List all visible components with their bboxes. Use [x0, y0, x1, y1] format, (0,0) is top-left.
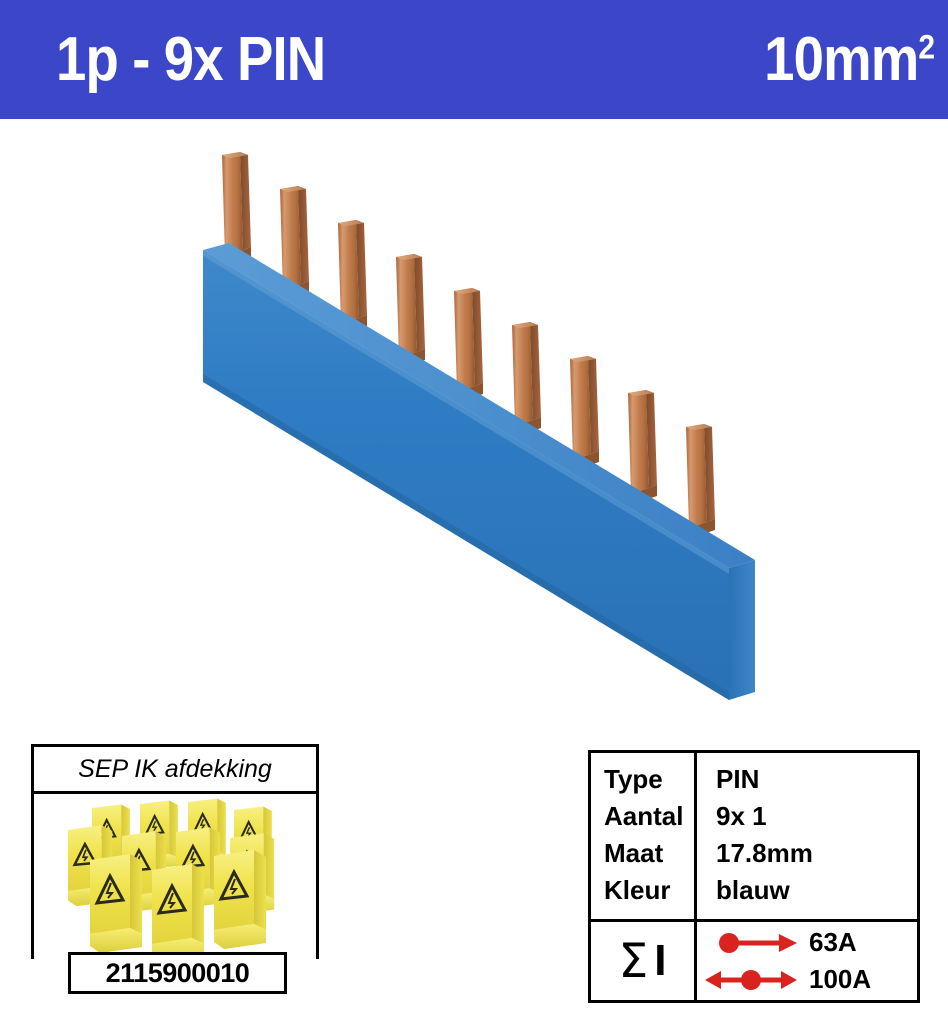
accessory-title: SEP IK afdekking [34, 747, 316, 794]
arrow-right-feed-icon [701, 930, 801, 956]
busbar-pin-5 [454, 288, 483, 400]
cap-row-front [90, 850, 266, 959]
busbar-front-face [203, 250, 729, 700]
current-value-63a: 63A [809, 927, 857, 957]
current-symbol-i: I [654, 936, 667, 985]
spec-label-aantal: Aantal [604, 801, 684, 831]
product-photo [0, 119, 948, 729]
arrow-both-feed-icon [701, 967, 801, 993]
part-number: 2115900010 [68, 952, 287, 994]
spec-table: Type Aantal Maat Kleur PIN 9x 1 17.8mm b… [588, 750, 920, 1003]
yellow-warning-end-caps-illustration [68, 798, 275, 959]
header-spec-superscript: 2 [918, 28, 935, 67]
spec-label-maat: Maat [604, 838, 664, 868]
spec-value-column: PIN 9x 1 17.8mm blauw [697, 753, 917, 919]
accessory-card: SEP IK afdekking [31, 744, 319, 959]
spec-value-aantal: 9x 1 [716, 801, 767, 831]
current-value-100a: 100A [809, 964, 872, 994]
spec-value-maat: 17.8mm [716, 838, 813, 868]
header-banner: 1p - 9x PIN 10mm2 [0, 0, 948, 119]
spec-label-kleur: Kleur [604, 875, 671, 905]
busbar-top-face [203, 243, 755, 568]
busbar-end-face [729, 560, 755, 700]
accessory-image [34, 794, 316, 959]
header-spec-value: 10mm [764, 25, 919, 94]
busbar-pin-8 [628, 390, 657, 502]
sum-current-label: Σ I [591, 922, 697, 1000]
sigma-icon: Σ [618, 933, 649, 989]
spec-value-type: PIN [716, 764, 760, 794]
spec-label-type: Type [604, 764, 663, 794]
busbar-pin-9 [686, 424, 715, 536]
busbar-pin-group [222, 152, 715, 536]
busbar-body [203, 243, 755, 700]
spec-table-lower: Σ I 63A [591, 922, 917, 1000]
header-spec: 10mm2 [764, 24, 935, 96]
spec-value-kleur: blauw [716, 875, 790, 905]
current-rating-row-100a: 100A [701, 961, 917, 998]
page-title: 1p - 9x PIN [56, 25, 326, 94]
spec-table-upper: Type Aantal Maat Kleur PIN 9x 1 17.8mm b… [591, 753, 917, 922]
busbar-illustration [203, 152, 755, 700]
current-rating-column: 63A 100A [697, 922, 917, 1000]
spec-label-column: Type Aantal Maat Kleur [591, 753, 697, 919]
current-rating-row-63a: 63A [701, 924, 917, 961]
